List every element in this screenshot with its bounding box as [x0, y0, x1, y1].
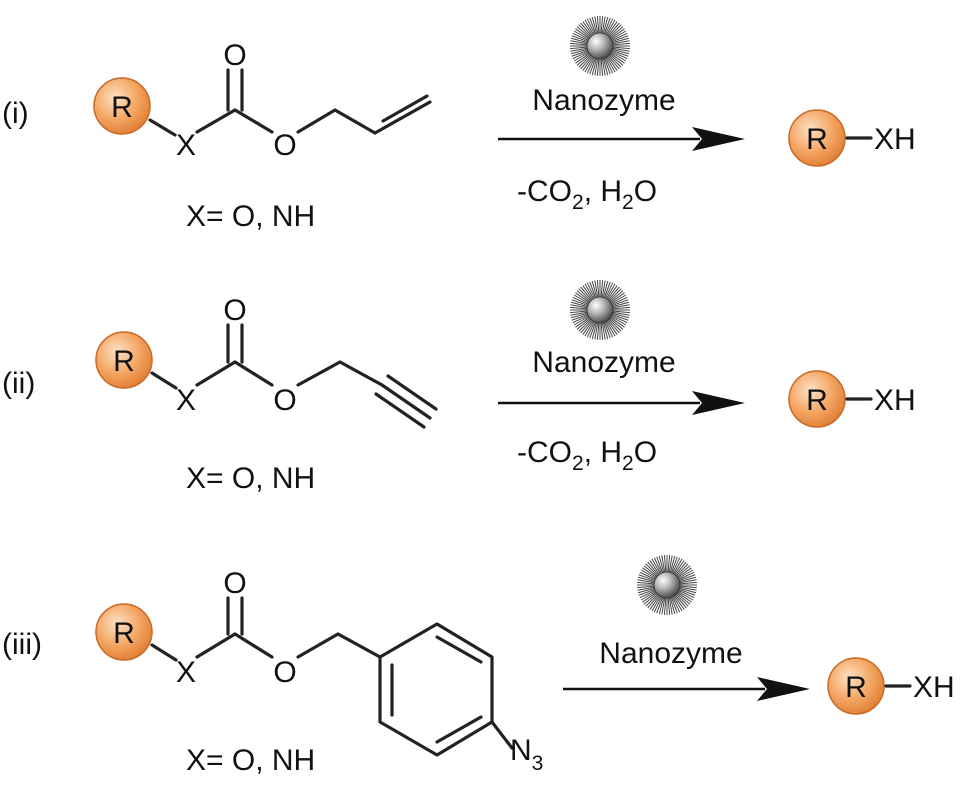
product-xh: XH: [874, 123, 916, 156]
carbonyl-oxygen: O: [223, 39, 246, 72]
nanoparticle-sphere-icon: [570, 16, 630, 76]
propargyl-carbamate-structure: [150, 323, 438, 429]
r-group: R: [95, 603, 153, 661]
carbonyl-oxygen: O: [223, 294, 246, 327]
carbonyl-oxygen: O: [223, 567, 246, 600]
allyl-carbamate-structure: [148, 68, 432, 137]
svg-text:R: R: [806, 384, 828, 417]
product-xh: XH: [913, 671, 955, 704]
r-group: R: [93, 77, 151, 135]
product-r-group: R: [788, 370, 873, 428]
reaction-arrow: [498, 391, 745, 415]
reagent-label: Nanozyme: [532, 346, 675, 379]
ester-oxygen: O: [273, 656, 296, 689]
product-xh: XH: [874, 384, 916, 417]
nanoparticle-sphere-icon: [570, 280, 630, 340]
svg-text:R: R: [111, 91, 133, 124]
x-atom: X: [176, 656, 196, 689]
svg-text:R: R: [113, 345, 135, 378]
x-condition: X= O, NH: [186, 744, 315, 777]
svg-text:R: R: [113, 617, 135, 650]
ester-oxygen: O: [273, 384, 296, 417]
r-group: R: [95, 331, 153, 389]
reaction-arrow: [563, 677, 810, 701]
reagent-label: Nanozyme: [599, 637, 742, 670]
svg-text:R: R: [806, 123, 828, 156]
reaction-2: (ii) R X O O X= O, NH Nanozyme -CO2, H2: [2, 280, 916, 495]
ester-oxygen: O: [273, 129, 296, 162]
reagent-label: Nanozyme: [532, 84, 675, 117]
x-condition: X= O, NH: [186, 200, 315, 233]
x-atom: X: [176, 129, 196, 162]
byproducts-label: -CO2, H2O: [517, 175, 657, 214]
product-r-group: R: [827, 657, 912, 715]
reaction-label: (iii): [2, 628, 42, 661]
x-condition: X= O, NH: [186, 462, 315, 495]
reaction-label: (ii): [2, 367, 35, 400]
x-atom: X: [176, 384, 196, 417]
nitrobenzyl-azide-carbamate-structure: [150, 596, 514, 757]
azide-label: N3: [510, 734, 543, 775]
nanoparticle-sphere-icon: [637, 555, 697, 615]
reaction-arrow: [498, 127, 745, 151]
product-r-group: R: [788, 109, 873, 167]
svg-text:R: R: [845, 671, 867, 704]
reaction-3: (iii) R X O O N3 X= O, NH Nanozyme: [2, 555, 955, 777]
byproducts-label: -CO2, H2O: [517, 436, 657, 475]
reaction-1: (i) R X O O X= O, NH Nanozyme -CO2, H2O: [2, 16, 916, 233]
reaction-label: (i): [2, 97, 29, 130]
